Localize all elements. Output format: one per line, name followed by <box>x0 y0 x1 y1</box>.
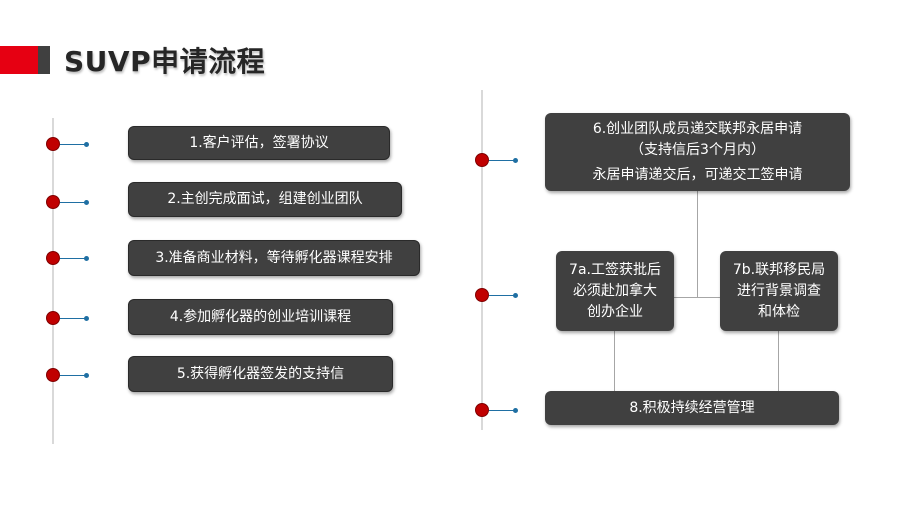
timeline-connector-end-2 <box>84 200 89 205</box>
timeline-node-6 <box>475 153 489 167</box>
step-box-7a: 7a.工签获批后 必须赴加拿大 创办企业 <box>556 251 674 331</box>
tree-line-7a-down <box>614 330 615 392</box>
step-label-5: 5.获得孵化器签发的支持信 <box>176 365 345 382</box>
timeline-connector-7 <box>489 295 515 296</box>
step-box-8: 8.积极持续经营管理 <box>545 391 839 425</box>
step-box-4: 4.参加孵化器的创业培训课程 <box>128 299 393 335</box>
step-6-line-1: 6.创业团队成员递交联邦永居申请 <box>592 120 803 137</box>
timeline-connector-end-1 <box>84 142 89 147</box>
step-box-7b: 7b.联邦移民局 进行背景调查 和体检 <box>720 251 838 331</box>
timeline-node-4 <box>46 311 60 325</box>
timeline-connector-end-3 <box>84 256 89 261</box>
step-7b-line-1: 7b.联邦移民局 <box>732 261 826 278</box>
timeline-connector-8 <box>489 410 515 411</box>
timeline-connector-end-7 <box>513 293 518 298</box>
tree-line-6-down <box>697 190 698 297</box>
timeline-connector-4 <box>60 318 86 319</box>
title-accent-red <box>0 46 38 74</box>
step-box-6: 6.创业团队成员递交联邦永居申请 （支持信后3个月内） 永居申请递交后，可递交工… <box>545 113 850 191</box>
step-7a-line-2: 必须赴加拿大 <box>573 282 657 299</box>
step-6-line-3: 永居申请递交后，可递交工签申请 <box>592 166 803 183</box>
timeline-connector-end-6 <box>513 158 518 163</box>
step-6-line-2: （支持信后3个月内） <box>630 141 765 158</box>
step-7a-line-3: 创办企业 <box>587 303 643 320</box>
step-label-1: 1.客户评估，签署协议 <box>189 134 329 151</box>
timeline-connector-end-8 <box>513 408 518 413</box>
step-label-2: 2.主创完成面试，组建创业团队 <box>167 191 363 207</box>
timeline-connector-end-5 <box>84 373 89 378</box>
title-accent-dark <box>38 46 50 74</box>
timeline-node-5 <box>46 368 60 382</box>
timeline-node-3 <box>46 251 60 265</box>
timeline-node-1 <box>46 137 60 151</box>
step-label-4: 4.参加孵化器的创业培训课程 <box>169 308 352 325</box>
timeline-connector-6 <box>489 160 515 161</box>
step-box-2: 2.主创完成面试，组建创业团队 <box>128 182 402 217</box>
step-7a-line-1: 7a.工签获批后 <box>569 261 661 278</box>
timeline-connector-1 <box>60 144 86 145</box>
step-7b-line-3: 和体检 <box>758 303 800 320</box>
timeline-connector-3 <box>60 258 86 259</box>
tree-line-7b-down <box>778 330 779 392</box>
timeline-connector-5 <box>60 375 86 376</box>
step-box-3: 3.准备商业材料，等待孵化器课程安排 <box>128 240 420 276</box>
step-box-1: 1.客户评估，签署协议 <box>128 126 390 160</box>
timeline-node-8 <box>475 403 489 417</box>
step-box-5: 5.获得孵化器签发的支持信 <box>128 356 393 392</box>
step-8-label: 8.积极持续经营管理 <box>629 399 755 416</box>
right-timeline-line <box>481 90 483 430</box>
timeline-node-7 <box>475 288 489 302</box>
page-title: SUVP申请流程 <box>64 45 266 78</box>
step-7b-line-2: 进行背景调查 <box>737 282 821 299</box>
timeline-node-2 <box>46 195 60 209</box>
timeline-connector-end-4 <box>84 316 89 321</box>
step-label-3: 3.准备商业材料，等待孵化器课程安排 <box>155 249 393 266</box>
timeline-connector-2 <box>60 202 86 203</box>
left-timeline-line <box>52 118 54 444</box>
tree-line-horizontal <box>674 297 721 298</box>
